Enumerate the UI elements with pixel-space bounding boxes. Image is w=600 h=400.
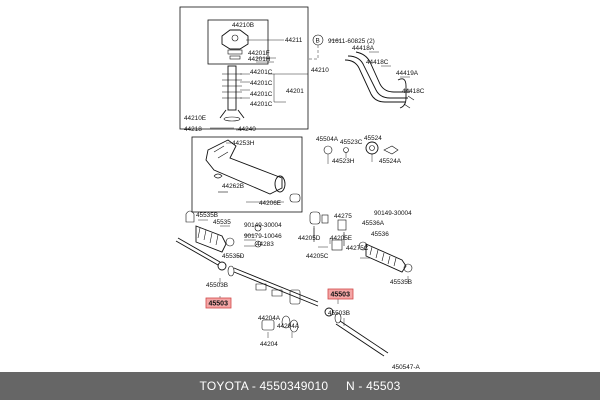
label-45535b-bottom: 45535B: [390, 279, 412, 286]
pressure-tube-lines: [344, 51, 415, 109]
svg-text:45503: 45503: [209, 301, 229, 308]
label-44218: 44218: [184, 126, 202, 133]
circle-b-marker: B: [316, 38, 320, 45]
label-45535: 45535: [213, 219, 231, 226]
label-44253h: 44253H: [232, 140, 255, 147]
label-44201f: 44201F: [248, 50, 270, 57]
label-44275c: 44275C: [346, 245, 369, 252]
upper-valve-group-frame: [179, 6, 309, 130]
svg-text:45503: 45503: [331, 292, 351, 299]
label-44523h: 44523H: [332, 158, 355, 165]
label-44240: 44240: [238, 126, 256, 133]
label-44418c-1: 44418C: [366, 59, 389, 66]
housing-group-frame: [191, 136, 303, 213]
label-91611-60825: 91611-60825 (2): [328, 38, 375, 45]
label-44201h: 44201H: [248, 56, 271, 63]
rack-bushings: [261, 315, 299, 333]
right-rack-boot: [358, 241, 413, 273]
label-44201c-3: 44201C: [250, 91, 273, 98]
label-44210e: 44210E: [184, 115, 206, 122]
label-44419a: 44419A: [396, 70, 419, 77]
label-45536: 45536: [371, 231, 389, 238]
label-45524: 45524: [364, 135, 382, 142]
label-45503b-left: 45503B: [206, 282, 228, 289]
union-bolt-91611: B: [308, 34, 324, 60]
label-450547-a: 450547-A: [392, 364, 420, 371]
label-90179-10046: 90179-10046: [244, 233, 282, 240]
valve-housing: [205, 139, 301, 203]
label-44210b: 44210B: [232, 22, 254, 29]
label-44204a-1: 44204A: [258, 315, 281, 322]
rack-bar: [233, 267, 319, 307]
label-44211: 44211: [285, 37, 303, 44]
control-valve-assembly: [219, 29, 249, 122]
label-44210: 44210: [311, 67, 329, 74]
label-44283: 44283: [256, 241, 274, 248]
highlight-45503-left: 45503: [205, 297, 232, 309]
label-44205c: 44205C: [306, 253, 329, 260]
pinion-valve-subframe: [207, 19, 269, 65]
label-44205d: 44205D: [298, 235, 321, 242]
label-45504a: 45504A: [316, 136, 339, 143]
label-44206e: 44206E: [259, 200, 281, 207]
label-45535d: 45535D: [222, 253, 245, 260]
label-44262b: 44262B: [222, 183, 244, 190]
highlight-45503-right: 45503: [327, 288, 354, 300]
steering-rack-parts-diagram: B: [175, 6, 425, 371]
label-44418a: 44418A: [352, 45, 375, 52]
footer-text: TOYOTA - 4550349010 N - 45503: [199, 379, 401, 393]
leader-lines: [198, 39, 410, 338]
label-44201c-2: 44201C: [250, 80, 273, 87]
label-44201c-4: 44201C: [250, 101, 273, 108]
label-44201c-1: 44201C: [250, 69, 273, 76]
label-44201: 44201: [286, 88, 304, 95]
label-45524a: 45524A: [379, 158, 402, 165]
label-44204: 44204: [260, 341, 278, 348]
label-44205e: 44205E: [330, 235, 352, 242]
label-45536a: 45536A: [362, 220, 385, 227]
label-45503b-right: 45503B: [328, 310, 350, 317]
label-90149-30004-left: 90149-30004: [244, 222, 282, 229]
label-44204a-2: 44204A: [277, 323, 300, 330]
left-tie-rod: [175, 237, 235, 277]
left-rack-boot: [185, 210, 262, 253]
right-tie-rod: [324, 307, 389, 357]
label-44418c-2: 44418C: [402, 88, 425, 95]
part-number-footer: TOYOTA - 4550349010 N - 45503: [0, 372, 600, 400]
label-45535b-top: 45535B: [196, 212, 218, 219]
label-45523c: 45523C: [340, 139, 363, 146]
label-44275: 44275: [334, 213, 352, 220]
label-90149-30004-right: 90149-30004: [374, 210, 412, 217]
